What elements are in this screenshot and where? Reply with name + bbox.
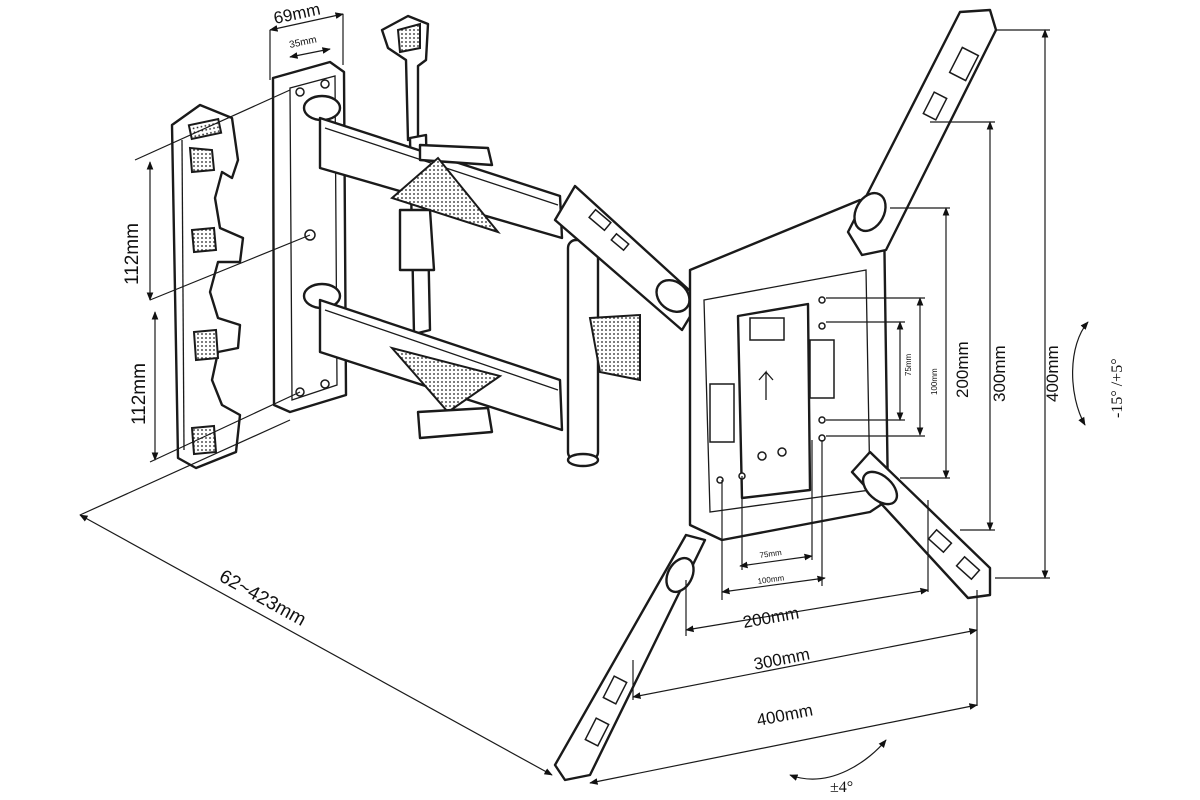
wall-plate [170, 103, 245, 470]
label-400mm-h: 400mm [755, 700, 814, 729]
label-112mm-upper: 112mm [122, 223, 143, 285]
label-swivel-angle: ±4° [830, 779, 853, 796]
backing-bracket [271, 60, 348, 414]
label-tilt-angle: -15° /+5° [1109, 358, 1126, 418]
label-100mm-v: 100mm [930, 368, 939, 395]
lower-arm [318, 298, 564, 440]
label-300mm-v: 300mm [990, 345, 1009, 402]
label-112mm-lower: 112mm [129, 363, 150, 425]
upper-arm [318, 116, 564, 272]
tilt-link [553, 184, 702, 332]
label-200mm-v: 200mm [953, 341, 972, 398]
adapter-arm-bottom-right [850, 450, 992, 600]
adapter-arm-bottom-left [553, 533, 707, 782]
vesa-plate [688, 198, 890, 542]
dimension-lines [79, 12, 1089, 785]
label-62-423mm: 62~423mm [216, 566, 310, 631]
pivot-column [566, 238, 641, 468]
label-200mm-h: 200mm [741, 603, 800, 632]
label-35mm: 35mm [288, 34, 317, 51]
label-100mm-h: 100mm [757, 573, 785, 586]
label-400mm-v: 400mm [1043, 345, 1062, 402]
label-75mm-h: 75mm [759, 548, 783, 560]
adapter-arm-top-right [846, 8, 998, 257]
label-75mm-v: 75mm [904, 353, 913, 376]
label-300mm-h: 300mm [752, 644, 811, 673]
